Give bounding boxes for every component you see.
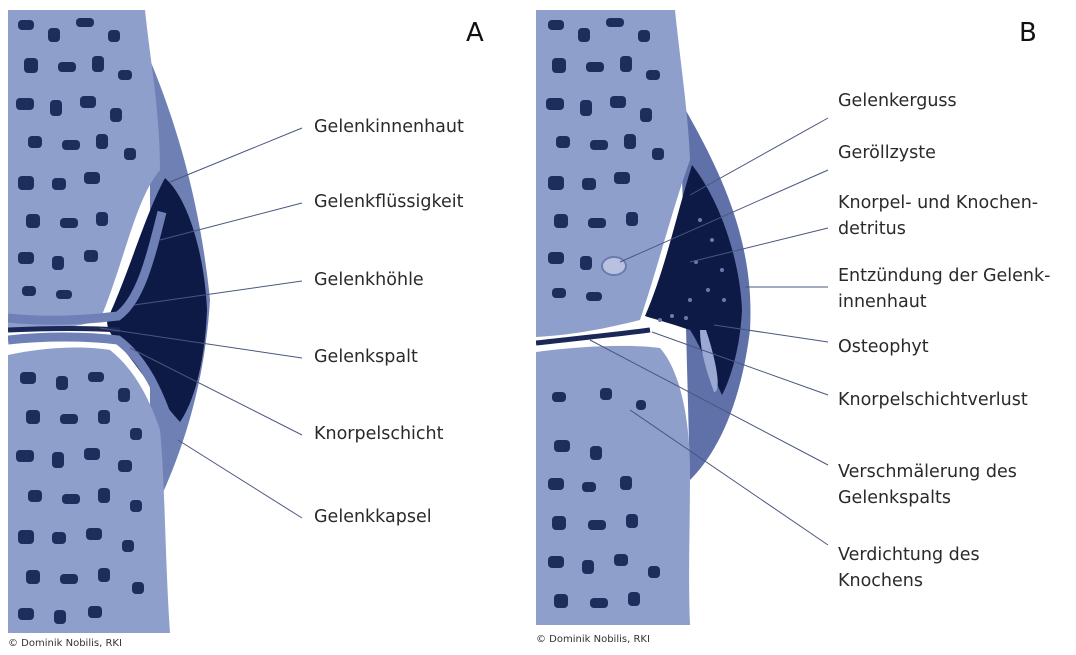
label-knorpel-knochen-detritus: Knorpel- und Knochen-detritus xyxy=(838,190,1038,242)
label-gelenkspalt: Gelenkspalt xyxy=(314,344,418,370)
label-gelenkinnenhaut: Gelenkinnenhaut xyxy=(314,114,464,140)
cyst-b xyxy=(602,257,626,275)
panel-b-illustration xyxy=(536,10,750,625)
label-verschmaelerung-gelenkspalt: Verschmälerung desGelenkspalts xyxy=(838,459,1017,511)
panel-b-letter: B xyxy=(1019,18,1037,48)
label-gelenkkapsel: Gelenkkapsel xyxy=(314,504,432,530)
label-gelenkerguss: Gelenkerguss xyxy=(838,88,957,114)
label-gelenkhoehle: Gelenkhöhle xyxy=(314,267,424,293)
leader-a-6 xyxy=(178,440,302,518)
label-knorpelschicht: Knorpelschicht xyxy=(314,421,443,447)
label-entzuendung-gelenkinnenhaut: Entzündung der Gelenk-innenhaut xyxy=(838,263,1050,315)
leader-b-1 xyxy=(690,118,828,195)
label-geroellzyste: Geröllzyste xyxy=(838,140,936,166)
label-verdichtung-knochen: Verdichtung desKnochens xyxy=(838,542,980,594)
panel-a-letter: A xyxy=(466,18,484,48)
label-gelenkfluessigkeit: Gelenkflüssigkeit xyxy=(314,189,464,215)
credit-a: © Dominik Nobilis, RKI xyxy=(8,638,122,649)
label-knorpelschichtverlust: Knorpelschichtverlust xyxy=(838,387,1028,413)
label-osteophyt: Osteophyt xyxy=(838,334,929,360)
panel-a-illustration xyxy=(8,10,210,633)
leader-a-1 xyxy=(170,128,302,182)
credit-b: © Dominik Nobilis, RKI xyxy=(536,634,650,645)
